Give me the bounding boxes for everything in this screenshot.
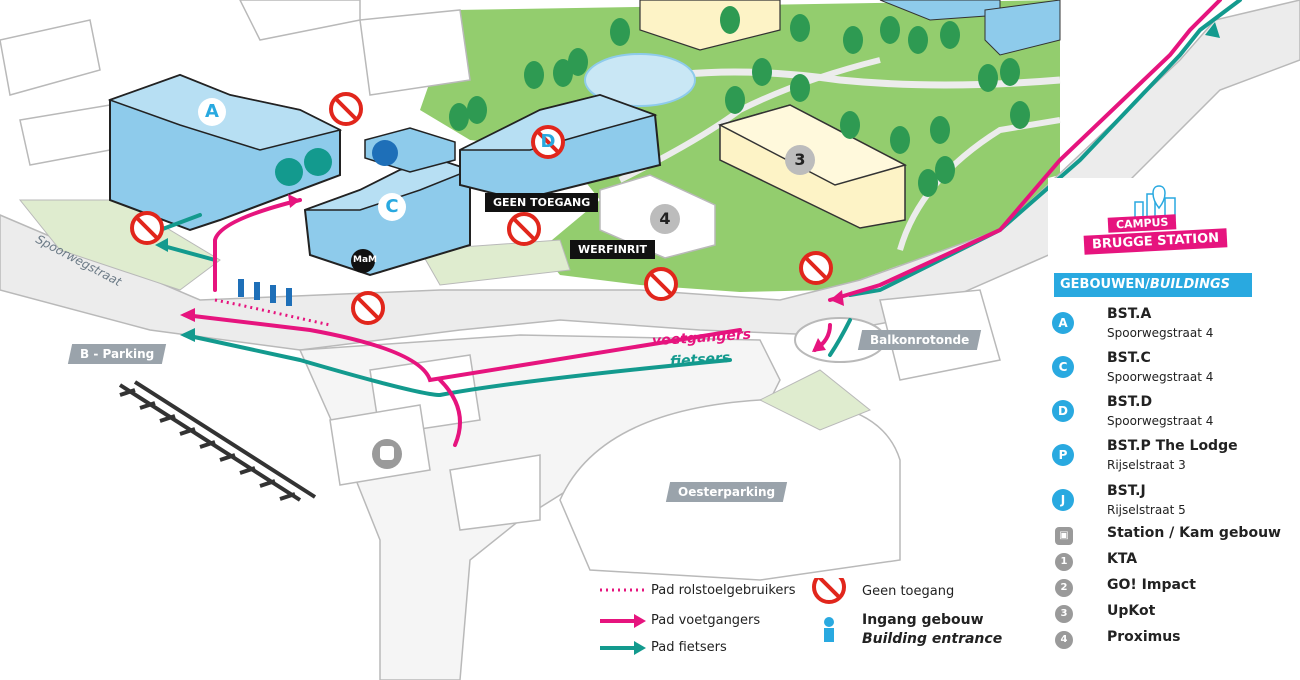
building-address: Rijselstraat 5 [1107,503,1186,517]
pedestrian-path-label: Pad voetgangers [651,613,761,628]
kta-name: KTA [1107,551,1138,567]
pond [584,53,696,107]
geen-toegang-tag: GEEN TOEGANG [485,193,599,212]
logo-line1: CAMPUS [1107,214,1177,233]
proximus-name: Proximus [1107,629,1181,645]
go-impact-name: GO! Impact [1107,577,1196,593]
building-name: BST.D [1107,394,1153,410]
no-access-label: Geen toegang [862,584,955,599]
building-p-icon: P [1052,444,1074,466]
pedestrian-path [183,0,1222,447]
building-name: BST.P The Lodge [1107,438,1238,454]
bottom-legend-symbols [600,578,846,655]
number-2-icon: 2 [1055,579,1073,597]
helpdesk-icon [304,148,332,176]
oesterparking-label: Oesterparking [665,482,788,502]
mam-logo: MaM [353,255,377,265]
building-entrance-icon [824,617,834,627]
trees [449,6,1030,197]
building-c-icon: C [1052,356,1074,378]
building-address: Spoorwegstraat 4 [1107,414,1214,428]
building-a-marker[interactable]: A [198,98,226,126]
balkonrotonde-label: Balkonrotonde [857,330,982,350]
building-name: BST.J [1107,483,1146,499]
werfinrit-tag: WERFINRIT [570,240,655,259]
b-parking-label: B - Parking [67,344,167,364]
building-d-marker[interactable]: D [540,131,556,152]
number-3-icon: 3 [1055,605,1073,623]
building-address: Rijselstraat 3 [1107,458,1186,472]
cyclist-path-label: Pad fietsers [651,640,727,655]
entrance-label-en: Building entrance [862,631,1003,647]
building-address: Spoorwegstraat 4 [1107,370,1214,384]
building-address: Spoorwegstraat 4 [1107,326,1214,340]
logo-line2: BRUGGE STATION [1083,228,1228,255]
legend-panel: CAMPUS BRUGGE STATION GEBOUWEN/BUILDINGS… [1048,178,1300,678]
building-j-icon: J [1052,489,1074,511]
wheelchair-path-label: Pad rolstoelgebruikers [651,583,796,598]
number-1-icon: 1 [1055,553,1073,571]
bike-parking-icon [372,140,398,166]
campus-logo: CAMPUS BRUGGE STATION [1070,182,1240,258]
train-icon: ▣ [1055,527,1073,545]
building-name: BST.C [1107,350,1151,366]
building-a-icon: A [1052,312,1074,334]
location-pin-icon [1134,185,1176,220]
building-name: BST.A [1107,306,1152,322]
wheelchair-path [214,298,331,327]
number-4-icon: 4 [1055,631,1073,649]
upkot-name: UpKot [1107,603,1156,619]
building-3-marker[interactable]: 3 [785,145,815,175]
station-name: Station / Kam gebouw [1107,525,1281,541]
building-d-icon: D [1052,400,1074,422]
reception-icon [275,158,303,186]
entrance-label-nl: Ingang gebouw [862,612,984,628]
road-main [0,0,1300,351]
rail-tracks [118,380,317,502]
building-4-marker[interactable]: 4 [650,204,680,234]
building-c-marker[interactable]: C [378,193,406,221]
buildings-header: GEBOUWEN/BUILDINGS [1054,273,1252,297]
